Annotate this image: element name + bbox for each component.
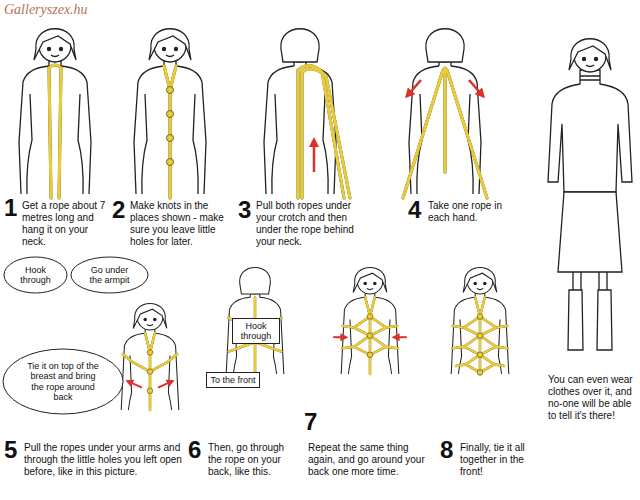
callout-text: To the front (210, 375, 255, 385)
step-text: Take one rope in each hand. (428, 200, 520, 224)
figure-step-7 (367, 314, 373, 320)
figure-step-8 (477, 352, 483, 358)
clothed-figure (548, 70, 632, 350)
note-text: You can even wear clothes over it, and n… (548, 374, 636, 422)
step-number: 8 (440, 438, 453, 462)
figure-step-2 (167, 135, 174, 142)
figure-step-7 (367, 333, 373, 339)
figure-step-3 (264, 29, 336, 194)
figure-step-4 (403, 29, 487, 198)
clothed-figure (548, 39, 632, 350)
callout-oval: Tie it on top of the breast and bring th… (2, 348, 124, 415)
figure-step-2 (167, 87, 174, 94)
watermark: Galleryszex.hu (4, 2, 88, 19)
clothed-figure (597, 290, 612, 350)
figure-step-3 (313, 140, 316, 172)
box-outline (233, 319, 280, 344)
figure-step-3 (298, 65, 350, 198)
callout-text: Hook through (236, 321, 276, 342)
step-number: 2 (112, 198, 125, 222)
step-text: Repeat the same thing again, and go arou… (308, 442, 426, 478)
figure-step-8 (477, 314, 483, 320)
figure-step-2 (167, 159, 174, 166)
step-text: Pull both ropes under your crotch and th… (256, 200, 368, 248)
callout-box: To the front (206, 372, 260, 388)
callout-outline (4, 257, 67, 293)
figure-step-8 (477, 333, 483, 339)
step-text: Get a rope about 7 metres long and hang … (22, 200, 108, 248)
figure-step-6 (226, 267, 284, 374)
callout-text: Tie it on top of the breast and bring th… (23, 361, 103, 402)
figure-step-7 (342, 297, 398, 374)
figure-step-8 (451, 267, 509, 374)
figure-step-6 (226, 267, 284, 374)
figure-step-1 (19, 29, 91, 198)
figure-step-5 (128, 381, 142, 387)
step-text: Pull the ropes under your arms and throu… (24, 442, 182, 478)
figure-step-7 (341, 267, 399, 374)
callout-oval: Hook through (3, 256, 68, 294)
figure-step-5 (121, 303, 179, 410)
step-number: 1 (4, 196, 17, 220)
figure-step-7 (333, 336, 346, 338)
figure-step-5 (123, 333, 177, 410)
clothed-figure (558, 192, 622, 272)
figure-step-4 (407, 80, 421, 96)
callout-outline (3, 349, 123, 414)
figure-step-4 (469, 80, 483, 96)
callout-oval: Go under the armpit (70, 256, 149, 294)
figure-step-5 (147, 350, 153, 356)
clothed-figure (569, 39, 611, 72)
figure-step-4 (403, 68, 487, 198)
callout-text: Hook through (16, 265, 56, 286)
step-text: Finally, tie it all together in the fron… (460, 442, 544, 478)
figure-step-2 (134, 29, 206, 198)
figure-step-1 (19, 29, 91, 194)
figure-step-6 (229, 297, 282, 374)
clothed-figure (568, 290, 583, 350)
figure-step-8 (477, 370, 483, 376)
figure-step-5 (121, 303, 179, 410)
figure-step-5 (147, 369, 153, 375)
figure-step-5 (147, 388, 153, 394)
callout-outline (71, 257, 148, 293)
figure-step-2 (167, 111, 174, 118)
step-number: 3 (238, 198, 251, 222)
box-outline (207, 373, 260, 388)
step-number: 5 (4, 438, 17, 462)
callout-box: Hook through (232, 318, 280, 344)
figure-step-1 (49, 65, 61, 198)
figure-step-8 (452, 297, 508, 374)
step-text: Then, go through the rope on your back, … (208, 442, 300, 478)
figure-step-7 (367, 352, 373, 358)
figure-step-5 (158, 381, 172, 387)
figure-step-8 (451, 267, 509, 375)
figure-step-2 (164, 66, 176, 198)
figure-step-3 (264, 29, 350, 198)
figure-step-7 (394, 336, 407, 338)
callout-text: Go under the armpit (85, 265, 135, 286)
step-text: Make knots in the places shown - make su… (130, 200, 234, 248)
clothed-figure (548, 70, 632, 192)
step-number: 7 (304, 410, 317, 434)
figure-step-7 (333, 267, 407, 374)
clothed-figure (580, 76, 600, 80)
step-number: 6 (188, 438, 201, 462)
step-number: 4 (408, 198, 421, 222)
